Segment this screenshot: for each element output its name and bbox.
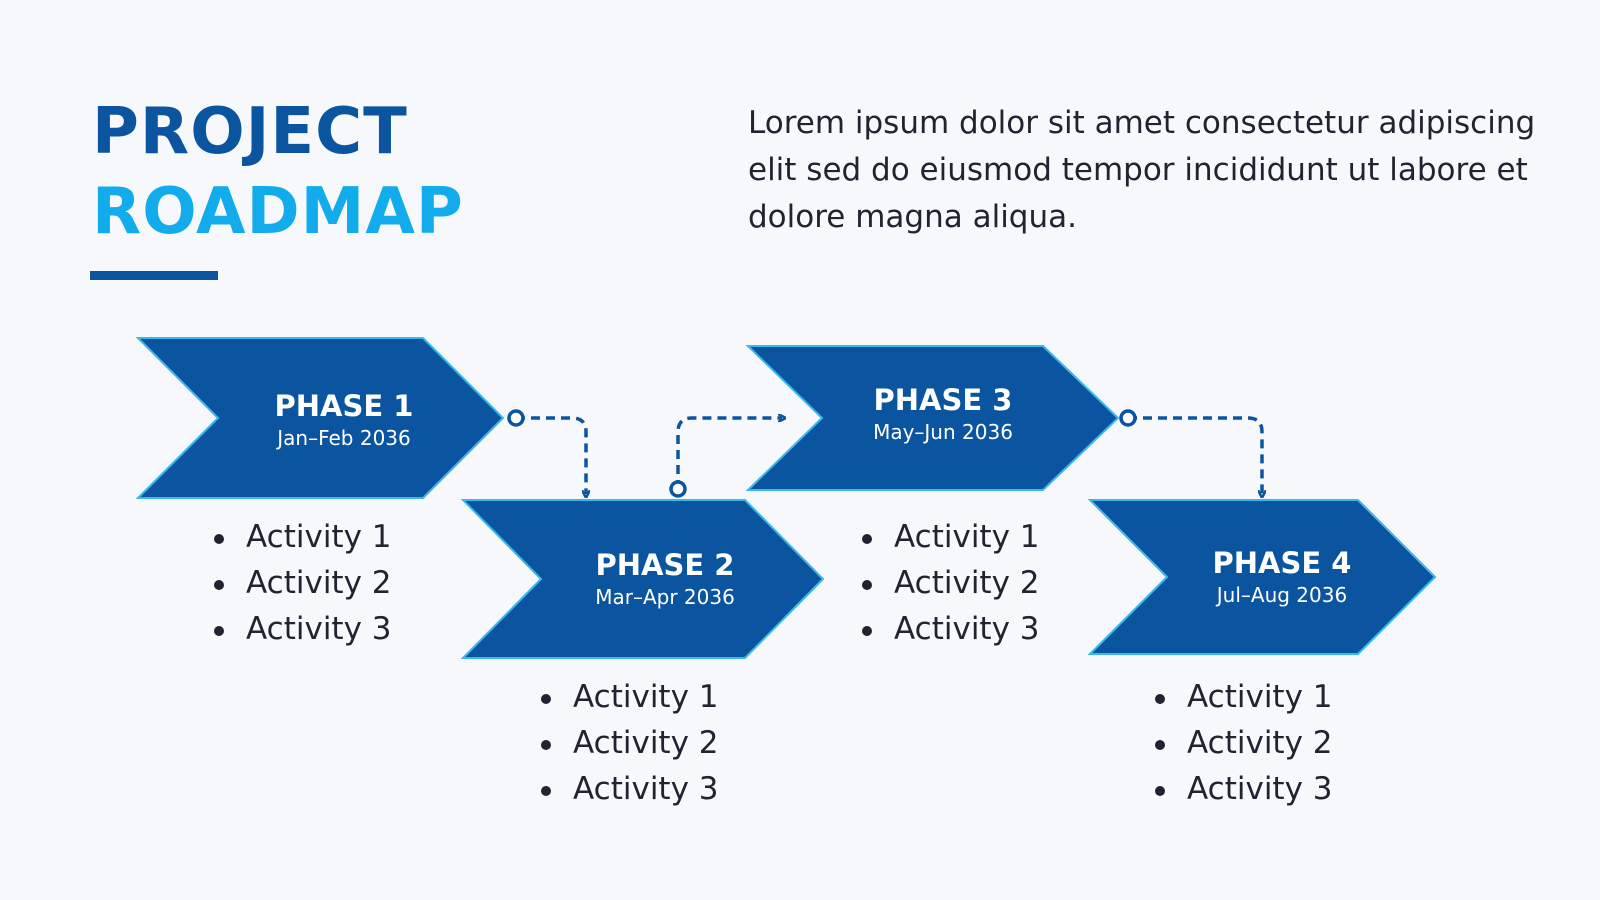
bullet-icon <box>1155 694 1165 704</box>
activity-list-phase-1: Activity 1 Activity 2 Activity 3 <box>214 514 392 652</box>
connector-start-circle-icon <box>669 480 687 498</box>
phase-chevron-1: PHASE 1 Jan–Feb 2036 <box>135 337 505 499</box>
activity-label: Activity 1 <box>1187 679 1333 715</box>
connector-2-3 <box>669 418 782 498</box>
activity-label: Activity 2 <box>894 565 1040 601</box>
activity-item: Activity 2 <box>541 720 719 766</box>
activity-label: Activity 1 <box>894 519 1040 555</box>
bullet-icon <box>541 786 551 796</box>
bullet-icon <box>541 694 551 704</box>
activity-item: Activity 3 <box>214 606 392 652</box>
activity-item: Activity 1 <box>862 514 1040 560</box>
title-line-roadmap: ROADMAP <box>92 175 464 249</box>
connector-3-4 <box>1119 409 1262 494</box>
activity-label: Activity 2 <box>246 565 392 601</box>
activity-item: Activity 1 <box>214 514 392 560</box>
phase-dates: May–Jun 2036 <box>873 420 1013 444</box>
dashed-arrow <box>1128 416 1262 494</box>
phase-dates: Jul–Aug 2036 <box>1215 583 1347 607</box>
phase-name: PHASE 1 <box>275 389 414 423</box>
activity-list-phase-4: Activity 1 Activity 2 Activity 3 <box>1155 674 1333 812</box>
phase-chevron-2: PHASE 2 Mar–Apr 2036 <box>460 499 825 659</box>
phase-dates: Mar–Apr 2036 <box>595 585 735 609</box>
phase-chevron-4: PHASE 4 Jul–Aug 2036 <box>1087 499 1437 655</box>
bullet-icon <box>1155 786 1165 796</box>
phase-name: PHASE 4 <box>1213 546 1352 580</box>
phase-chevron-3: PHASE 3 May–Jun 2036 <box>745 345 1120 491</box>
bullet-icon <box>541 740 551 750</box>
description-text: Lorem ipsum dolor sit amet consectetur a… <box>748 105 1536 235</box>
page-title: PROJECT ROADMAP <box>92 92 464 252</box>
activity-label: Activity 3 <box>1187 771 1333 807</box>
activity-label: Activity 3 <box>573 771 719 807</box>
title-underline <box>90 271 218 280</box>
activity-label: Activity 2 <box>573 725 719 761</box>
activity-label: Activity 3 <box>246 611 392 647</box>
activity-label: Activity 1 <box>573 679 719 715</box>
bullet-icon <box>862 534 872 544</box>
bullet-icon <box>214 580 224 590</box>
dashed-arrow <box>676 418 782 489</box>
activity-item: Activity 2 <box>214 560 392 606</box>
activity-label: Activity 1 <box>246 519 392 555</box>
activity-item: Activity 1 <box>1155 674 1333 720</box>
activity-item: Activity 3 <box>541 766 719 812</box>
title-line-project: PROJECT <box>92 95 408 169</box>
activity-label: Activity 2 <box>1187 725 1333 761</box>
activity-item: Activity 3 <box>862 606 1040 652</box>
activity-label: Activity 3 <box>894 611 1040 647</box>
activity-item: Activity 2 <box>1155 720 1333 766</box>
bullet-icon <box>214 626 224 636</box>
connector-start-circle-icon <box>507 409 525 427</box>
bullet-icon <box>862 580 872 590</box>
activity-list-phase-3: Activity 1 Activity 2 Activity 3 <box>862 514 1040 652</box>
activity-item: Activity 1 <box>541 674 719 720</box>
activity-list-phase-2: Activity 1 Activity 2 Activity 3 <box>541 674 719 812</box>
connector-1-2 <box>507 409 586 494</box>
connector-start-circle-icon <box>1119 409 1137 427</box>
bullet-icon <box>862 626 872 636</box>
bullet-icon <box>214 534 224 544</box>
bullet-icon <box>1155 740 1165 750</box>
activity-item: Activity 2 <box>862 560 1040 606</box>
dashed-arrow <box>516 416 586 494</box>
phase-name: PHASE 2 <box>596 548 735 582</box>
phase-dates: Jan–Feb 2036 <box>275 426 411 450</box>
phase-name: PHASE 3 <box>874 383 1013 417</box>
activity-item: Activity 3 <box>1155 766 1333 812</box>
